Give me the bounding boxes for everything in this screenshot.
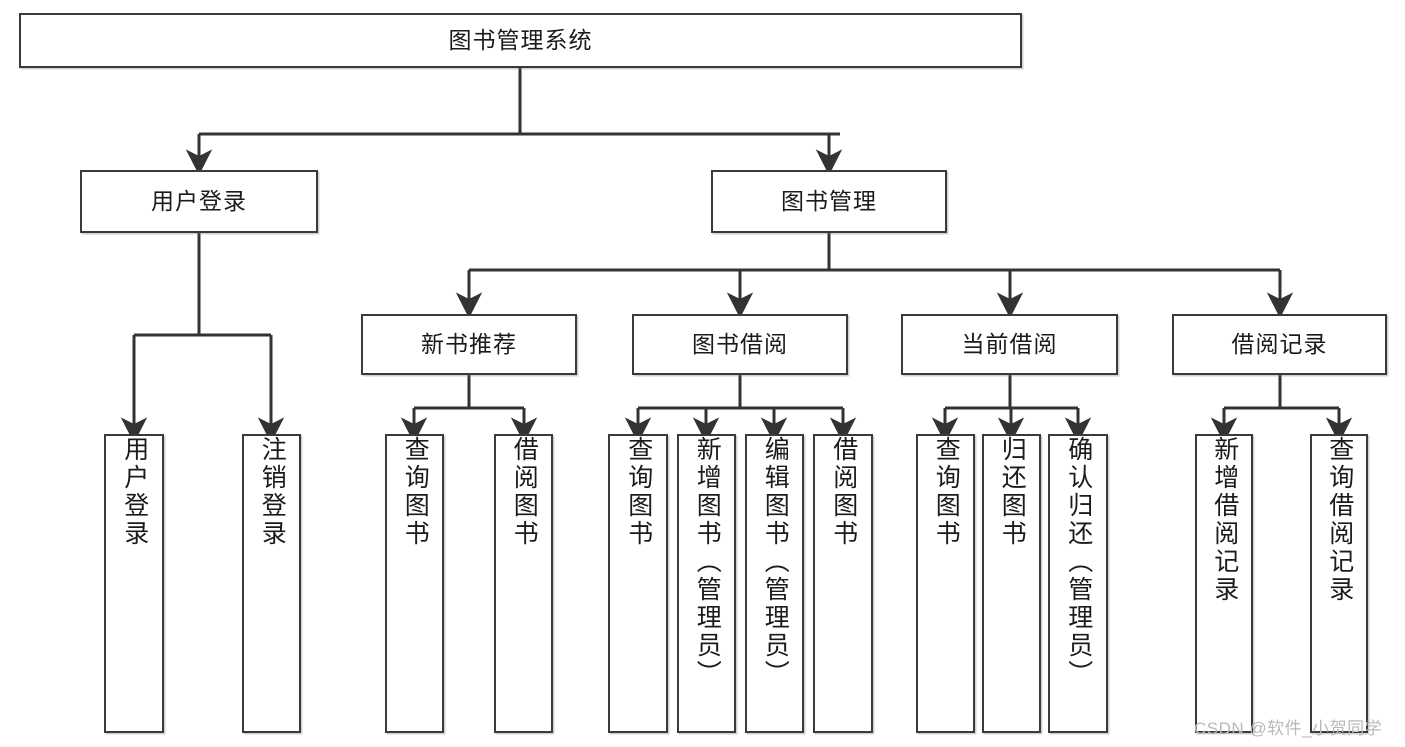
node-book-manage-label: 图书管理 — [781, 187, 877, 214]
node-user-login-label: 用户登录 — [151, 187, 247, 214]
node-book-borrow-label: 图书借阅 — [692, 330, 788, 357]
node-root-label: 图书管理系统 — [448, 26, 593, 53]
leaf-user-login[interactable]: 用户登录 — [104, 434, 164, 733]
leaf-borrow-book-2[interactable]: 借阅图书 — [813, 434, 873, 733]
leaf-query-borrow-record[interactable]: 查询借阅记录 — [1310, 434, 1368, 733]
leaf-confirm-return-label: 确认归还（管理员） — [1064, 436, 1093, 688]
node-book-borrow[interactable]: 图书借阅 — [632, 314, 848, 375]
leaf-confirm-return[interactable]: 确认归还（管理员） — [1048, 434, 1108, 733]
node-new-book-recommend-label: 新书推荐 — [421, 330, 517, 357]
leaf-query-borrow-record-label: 查询借阅记录 — [1325, 436, 1354, 604]
node-book-manage[interactable]: 图书管理 — [711, 170, 947, 233]
leaf-logout[interactable]: 注销登录 — [242, 434, 301, 733]
node-current-borrow[interactable]: 当前借阅 — [901, 314, 1118, 375]
leaf-query-book-3-label: 查询图书 — [932, 436, 961, 548]
node-borrow-record[interactable]: 借阅记录 — [1172, 314, 1387, 375]
leaf-borrow-book-1-label: 借阅图书 — [510, 436, 539, 548]
node-root[interactable]: 图书管理系统 — [19, 13, 1022, 68]
leaf-return-book-label: 归还图书 — [998, 436, 1027, 548]
node-current-borrow-label: 当前借阅 — [961, 330, 1058, 357]
node-new-book-recommend[interactable]: 新书推荐 — [361, 314, 577, 375]
leaf-add-book-label: 新增图书（管理员） — [693, 436, 722, 688]
leaf-query-book-2[interactable]: 查询图书 — [608, 434, 668, 733]
leaf-borrow-book-2-label: 借阅图书 — [829, 436, 858, 548]
leaf-add-borrow-record-label: 新增借阅记录 — [1210, 436, 1239, 604]
leaf-logout-label: 注销登录 — [258, 436, 287, 548]
leaf-edit-book-label: 编辑图书（管理员） — [761, 436, 790, 688]
node-borrow-record-label: 借阅记录 — [1231, 330, 1328, 357]
leaf-query-book-1-label: 查询图书 — [401, 436, 430, 548]
leaf-query-book-3[interactable]: 查询图书 — [916, 434, 975, 733]
leaf-add-borrow-record[interactable]: 新增借阅记录 — [1195, 434, 1253, 733]
leaf-borrow-book-1[interactable]: 借阅图书 — [494, 434, 553, 733]
leaf-user-login-label: 用户登录 — [120, 436, 149, 548]
leaf-add-book[interactable]: 新增图书（管理员） — [677, 434, 736, 733]
watermark-text: CSDN @软件_小贺同学 — [1194, 719, 1383, 738]
leaf-return-book[interactable]: 归还图书 — [982, 434, 1041, 733]
leaf-edit-book[interactable]: 编辑图书（管理员） — [745, 434, 804, 733]
leaf-query-book-1[interactable]: 查询图书 — [385, 434, 444, 733]
node-user-login[interactable]: 用户登录 — [80, 170, 318, 233]
leaf-query-book-2-label: 查询图书 — [624, 436, 653, 548]
